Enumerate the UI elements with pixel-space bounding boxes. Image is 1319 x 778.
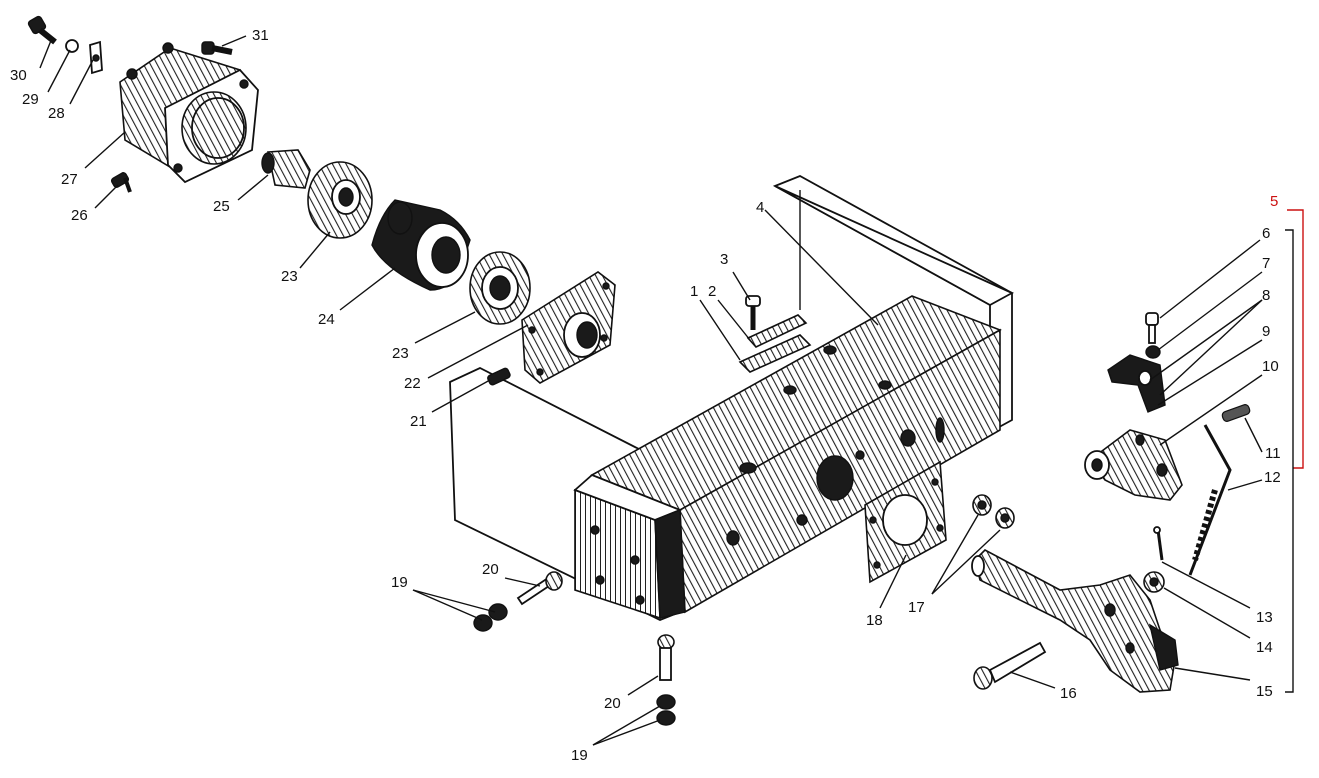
bolt-20-lower <box>657 634 675 681</box>
hook-15 <box>971 549 1179 693</box>
label-8: 8 <box>1262 287 1270 304</box>
clamp-plate-2 <box>746 314 808 348</box>
seal-ring-23-top <box>307 161 373 239</box>
mounting-plate-18 <box>864 460 947 584</box>
leader-lines <box>39 35 1263 746</box>
beam-assembly <box>449 175 1015 621</box>
label-23-top: 23 <box>281 268 298 285</box>
label-14: 14 <box>1256 639 1273 656</box>
label-31: 31 <box>252 27 269 44</box>
label-23-bottom: 23 <box>392 345 409 362</box>
nut-14 <box>1143 571 1165 593</box>
nuts-17 <box>972 494 1015 529</box>
label-20-upper: 20 <box>482 561 499 578</box>
flange-22 <box>521 271 616 384</box>
clamp-plate-parts <box>738 295 812 373</box>
fastener-set-small <box>27 15 233 193</box>
label-4: 4 <box>756 199 764 216</box>
label-16: 16 <box>1060 685 1077 702</box>
label-11: 11 <box>1265 445 1281 462</box>
bolt-16 <box>973 641 1047 690</box>
bracket-10 <box>1084 429 1183 501</box>
label-22: 22 <box>404 375 421 392</box>
label-18: 18 <box>866 612 883 629</box>
label-19-lower: 19 <box>571 747 588 764</box>
roller-24 <box>371 199 471 291</box>
label-5: 5 <box>1270 193 1278 210</box>
group-5-bracket <box>1285 209 1304 693</box>
bushing-25 <box>261 149 311 189</box>
chain-12 <box>1188 424 1232 576</box>
seal-ring-23-bottom <box>469 251 531 325</box>
label-30: 30 <box>10 67 27 84</box>
part-labels: 1 2 3 4 5 6 7 8 9 10 11 12 13 14 15 16 1… <box>10 27 1281 764</box>
label-12: 12 <box>1264 469 1281 486</box>
clamp-plate-1 <box>738 334 812 373</box>
label-3: 3 <box>720 251 728 268</box>
label-27: 27 <box>61 171 78 188</box>
label-21: 21 <box>410 413 427 430</box>
label-7: 7 <box>1262 255 1270 272</box>
label-29: 29 <box>22 91 39 108</box>
beam-large-hole <box>816 455 854 501</box>
label-24: 24 <box>318 311 335 328</box>
label-28: 28 <box>48 105 65 122</box>
bushing-housing-27 <box>119 42 259 184</box>
label-15: 15 <box>1256 683 1273 700</box>
label-6: 6 <box>1262 225 1270 242</box>
label-25: 25 <box>213 198 230 215</box>
washer-7 <box>1145 345 1161 359</box>
label-10: 10 <box>1262 358 1279 375</box>
nuts-19-lower <box>656 694 676 726</box>
label-1: 1 <box>690 283 698 300</box>
label-26: 26 <box>71 207 88 224</box>
bolt-20-upper <box>516 571 563 606</box>
label-19-upper: 19 <box>391 574 408 591</box>
label-17: 17 <box>908 599 925 616</box>
label-9: 9 <box>1262 323 1270 340</box>
cotter-pin-13 <box>1153 526 1164 561</box>
clamp-8-9 <box>1107 354 1166 413</box>
label-2: 2 <box>708 283 716 300</box>
label-13: 13 <box>1256 609 1273 626</box>
bolt-6 <box>1145 312 1159 344</box>
pin-11 <box>1221 404 1251 422</box>
label-20-lower: 20 <box>604 695 621 712</box>
